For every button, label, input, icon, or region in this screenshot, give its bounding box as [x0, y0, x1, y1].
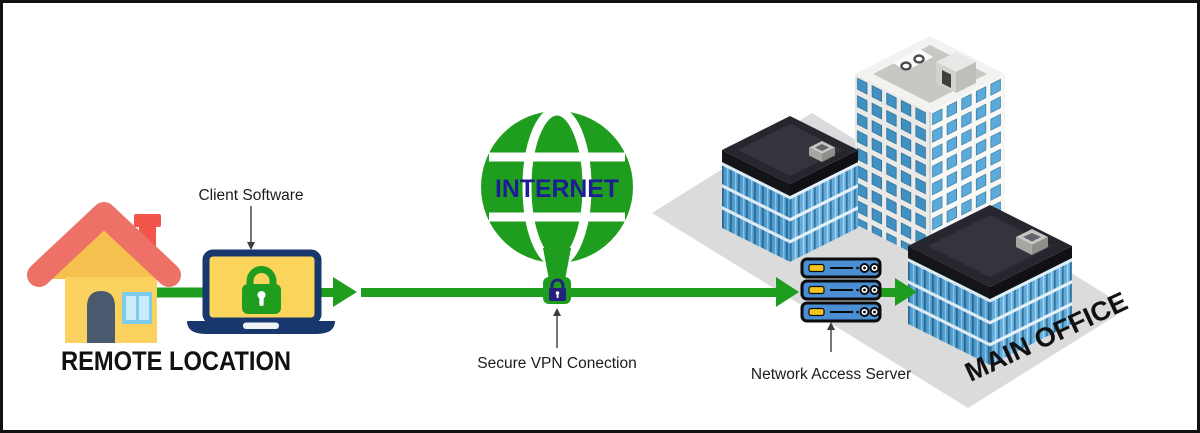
door-icon [87, 291, 115, 343]
internet-label: INTERNET [495, 175, 619, 203]
secure-vpn-arrow [553, 308, 561, 348]
annotation-arrows [247, 206, 835, 352]
office-building-left [722, 116, 858, 263]
roof-icon [27, 202, 181, 287]
building-corner-edge [929, 112, 931, 262]
remote-location-label: REMOTE LOCATION [61, 346, 291, 376]
roof-vents-icon [893, 49, 933, 71]
server-unit [800, 301, 882, 323]
server-unit [800, 257, 882, 279]
house-icon [27, 202, 181, 343]
office-building-right [908, 205, 1072, 366]
secure-vpn-label: Secure VPN Conection [477, 355, 636, 372]
client-software-label: Client Software [198, 187, 303, 204]
ac-unit-icon-right [1016, 229, 1048, 255]
server-stack-icon [800, 257, 882, 323]
nas-arrow [827, 322, 835, 352]
client-software-arrow [247, 206, 255, 250]
padlock-icon-laptop [242, 266, 281, 314]
network-access-server-label: Network Access Server [751, 366, 911, 383]
window-icon [122, 292, 152, 324]
laptop-icon [187, 249, 335, 334]
vpn-connection-line [143, 277, 917, 307]
vpn-diagram-svg: MAIN OFFICE [27, 36, 1132, 408]
globe-icon: INTERNET [481, 106, 633, 280]
skyscraper-building [855, 36, 1005, 263]
arrowhead-right-1 [333, 277, 357, 307]
server-unit [800, 279, 882, 301]
arrowhead-right-3 [895, 278, 917, 306]
roof-penthouse-icon [936, 52, 976, 93]
ac-unit-icon-left [809, 141, 835, 162]
padlock-icon-line [543, 277, 571, 304]
arrowhead-right-2 [776, 277, 799, 307]
